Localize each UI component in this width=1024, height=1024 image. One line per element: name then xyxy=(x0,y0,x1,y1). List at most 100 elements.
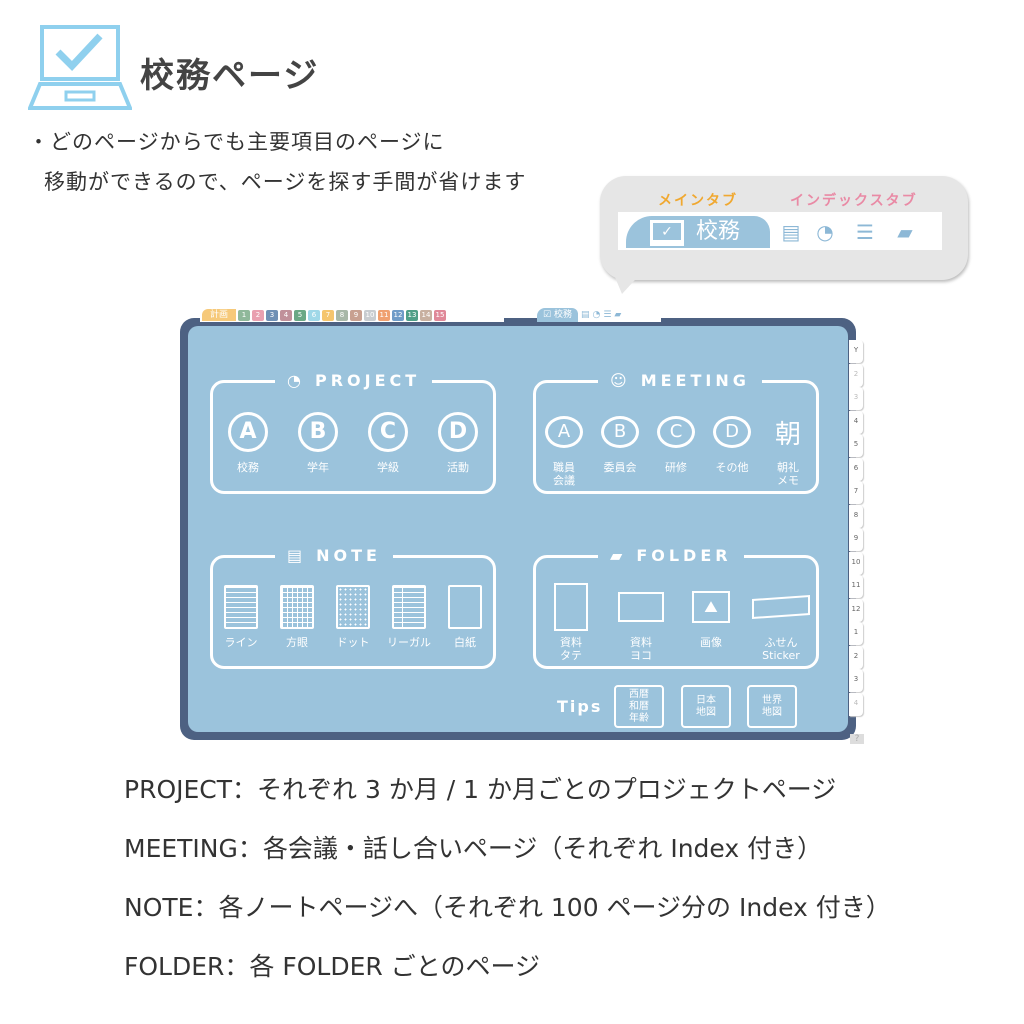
meeting-item-icon: A xyxy=(545,409,583,455)
project-clock-icon[interactable]: ◔ xyxy=(592,310,601,320)
meeting-item-icon: B xyxy=(601,409,639,455)
project-item-label: 校務 xyxy=(237,461,259,474)
tab-month[interactable]: 14 xyxy=(420,309,433,321)
project-item-icon: C xyxy=(368,409,408,455)
tab-month[interactable]: 1 xyxy=(238,309,251,321)
tab-month[interactable]: 3 xyxy=(266,309,279,321)
tab-month[interactable]: 8 xyxy=(336,309,349,321)
tab-month[interactable]: 5 xyxy=(294,309,307,321)
note-item[interactable]: ライン xyxy=(213,584,269,649)
meeting-item[interactable]: 朝朝礼 メモ xyxy=(760,409,816,488)
tab-month[interactable]: 13 xyxy=(406,309,419,321)
folder-item-icon: ⛰ xyxy=(692,584,730,630)
folder-section: ▰FOLDER 資料 タテ資料 ヨコ⛰画像ふせん Sticker xyxy=(533,544,819,669)
folder-item-label: 画像 xyxy=(700,636,722,649)
tab-month[interactable]: 11 xyxy=(378,309,391,321)
tips-label: Tips xyxy=(557,697,603,716)
tab-plan[interactable]: 計画 xyxy=(202,309,237,321)
folder-items: 資料 タテ 資料 ヨコ ⛰ 画像 ふせん Sticker xyxy=(536,583,816,662)
tip-world-map[interactable]: 世界 地図 xyxy=(747,685,797,728)
desc-note: NOTE：各ノートページへ（それぞれ 100 ページ分の Index 付き） xyxy=(124,893,891,922)
tab-month[interactable]: 10 xyxy=(364,309,377,321)
project-item[interactable]: A 校務 xyxy=(218,409,278,474)
tab-month[interactable]: 12 xyxy=(392,309,405,321)
folder-item[interactable]: ⛰ 画像 xyxy=(681,584,741,662)
folder-item-label: 資料 ヨコ xyxy=(630,636,652,662)
meeting-item-icon: D xyxy=(713,409,751,455)
side-index-tab[interactable]: 10 xyxy=(849,551,863,575)
note-item[interactable]: ドット xyxy=(325,584,381,649)
desc-project: PROJECT：それぞれ 3 か月 / 1 か月ごとのプロジェクトページ xyxy=(124,775,837,804)
tab-month[interactable]: 15 xyxy=(434,309,447,321)
side-index-tab[interactable]: 5 xyxy=(849,434,863,457)
folder-title-text: FOLDER xyxy=(636,546,732,565)
tab-month[interactable]: 2 xyxy=(252,309,265,321)
tab-month[interactable]: 6 xyxy=(308,309,321,321)
note-items: ライン方眼ドットリーガル白紙 xyxy=(213,584,493,649)
note-item-icon xyxy=(448,584,482,630)
tab-plan-label: 計画 xyxy=(210,310,229,320)
main-tab-label: メインタブ xyxy=(658,193,738,209)
folder-item[interactable]: 資料 ヨコ xyxy=(611,584,671,662)
tip-calendar-age[interactable]: 西暦 和暦 年齢 xyxy=(614,685,664,728)
tip-japan-map[interactable]: 日本 地図 xyxy=(681,685,731,728)
note-icon: ▤ xyxy=(781,220,801,244)
speech-bubble-icon: C xyxy=(657,416,695,448)
project-item-icon: A xyxy=(228,409,268,455)
help-tab[interactable]: ? xyxy=(850,734,864,744)
note-title: ▤NOTE xyxy=(275,544,393,568)
side-index-tab[interactable]: 9 xyxy=(849,528,863,551)
main-tab-bar: ☑ 校務 ▤ ◔ ☰ ▰ xyxy=(537,308,661,322)
side-index-tab[interactable]: 7 xyxy=(849,481,863,504)
side-index-tab[interactable]: 4 xyxy=(849,692,863,716)
note-item[interactable]: 方眼 xyxy=(269,584,325,649)
tab-month[interactable]: 7 xyxy=(322,309,335,321)
side-index-tab[interactable]: 3 xyxy=(849,669,863,692)
tab-month[interactable]: 9 xyxy=(350,309,363,321)
speech-bubble-icon: D xyxy=(713,416,751,448)
note-icon[interactable]: ▤ xyxy=(580,310,590,320)
tab-koumu[interactable]: ☑ 校務 xyxy=(537,308,578,322)
index-tab-label: インデックスタブ xyxy=(790,193,918,209)
note-item-icon xyxy=(280,584,314,630)
note-item[interactable]: リーガル xyxy=(381,584,437,649)
side-index-tab[interactable]: 2 xyxy=(849,363,863,387)
meeting-bubble-icon[interactable]: ☰ xyxy=(603,310,612,320)
note-item-icon xyxy=(336,584,370,630)
side-index-tab[interactable]: 12 xyxy=(849,598,863,622)
meeting-title: ☺MEETING xyxy=(598,369,762,393)
side-index-tab[interactable]: 2 xyxy=(849,645,863,669)
side-index-tab[interactable]: Y xyxy=(849,340,863,363)
side-index-tab[interactable]: 4 xyxy=(849,410,863,434)
sticker-icon xyxy=(752,594,810,620)
folder-item[interactable]: 資料 タテ xyxy=(541,583,601,662)
tab-month[interactable]: 4 xyxy=(280,309,293,321)
project-item-icon: D xyxy=(438,409,478,455)
side-index-tab[interactable]: 8 xyxy=(849,504,863,528)
meeting-item[interactable]: D その他 xyxy=(704,409,760,487)
lined-paper-icon xyxy=(224,585,258,629)
side-index-tab[interactable]: 3 xyxy=(849,387,863,410)
folder-item-label: 資料 タテ xyxy=(560,636,582,662)
folder-icon[interactable]: ▰ xyxy=(614,310,622,320)
side-index-tab[interactable]: 1 xyxy=(849,622,863,645)
desc-meeting: MEETING：各会議・話し合いページ（それぞれ Index 付き） xyxy=(124,834,823,863)
folder-item[interactable]: ふせん Sticker xyxy=(751,584,811,662)
side-index-tab[interactable]: 11 xyxy=(849,575,863,598)
planner-page xyxy=(188,326,848,732)
folder-icon: ▰ xyxy=(897,220,913,244)
project-title-text: PROJECT xyxy=(314,371,421,390)
desc-folder: FOLDER：各 FOLDER ごとのページ xyxy=(124,952,540,981)
note-item[interactable]: 白紙 xyxy=(437,584,493,649)
meeting-item-label: その他 xyxy=(715,461,749,474)
side-index-tab[interactable]: 6 xyxy=(849,457,863,481)
